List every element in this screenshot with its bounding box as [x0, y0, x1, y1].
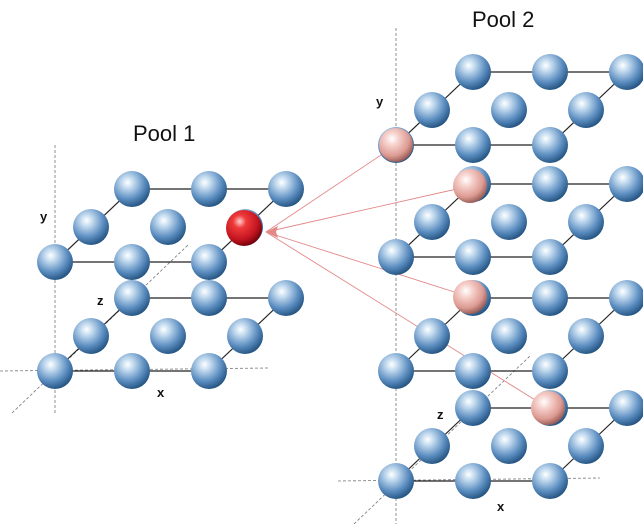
- atoms-layer: [37, 54, 643, 499]
- atom: [37, 353, 73, 389]
- candidate-atom: [379, 128, 413, 162]
- atom: [191, 244, 227, 280]
- transfer-arrowhead: [266, 226, 278, 238]
- atom: [532, 127, 568, 163]
- atom: [455, 239, 491, 275]
- atom: [414, 204, 450, 240]
- atom: [568, 204, 604, 240]
- atom: [378, 463, 414, 499]
- pool-1-z-axis-label: z: [97, 293, 104, 308]
- pool-1-x-axis-label: x: [157, 385, 165, 400]
- candidate-atom: [453, 280, 487, 314]
- atom: [114, 353, 150, 389]
- atom: [491, 92, 527, 128]
- atom: [37, 244, 73, 280]
- atom: [378, 239, 414, 275]
- atom: [414, 318, 450, 354]
- transfer-arrow: [265, 185, 471, 233]
- atom: [455, 54, 491, 90]
- pool-1-title: Pool 1: [133, 121, 195, 146]
- atom: [414, 428, 450, 464]
- atom: [609, 390, 643, 426]
- transfer-arrow: [265, 144, 397, 233]
- atom: [568, 92, 604, 128]
- atom: [609, 280, 643, 316]
- atom: [73, 209, 109, 245]
- atom: [491, 428, 527, 464]
- atom: [268, 280, 304, 316]
- atom: [455, 127, 491, 163]
- pool-2-y-axis-label: y: [376, 94, 384, 109]
- transfer-arrow: [265, 231, 549, 409]
- atom: [532, 353, 568, 389]
- atom: [455, 463, 491, 499]
- pool-1-y-axis-label: y: [40, 209, 48, 224]
- selected-atom: [226, 210, 262, 246]
- atom: [532, 280, 568, 316]
- atom: [532, 54, 568, 90]
- atom: [378, 353, 414, 389]
- atom: [609, 166, 643, 202]
- atom: [491, 318, 527, 354]
- atom: [114, 280, 150, 316]
- pool-2-x-axis-label: x: [497, 499, 505, 514]
- atom: [609, 54, 643, 90]
- atom: [455, 353, 491, 389]
- atom: [414, 92, 450, 128]
- atom: [73, 318, 109, 354]
- pool-2-z-axis-label: z: [437, 407, 444, 422]
- atom: [532, 239, 568, 275]
- atom: [150, 318, 186, 354]
- atom: [227, 318, 263, 354]
- atom: [568, 428, 604, 464]
- atom: [532, 463, 568, 499]
- atom: [191, 171, 227, 207]
- candidate-atom: [531, 391, 565, 425]
- candidate-atom: [453, 169, 487, 203]
- transfer-arrows: [265, 144, 549, 409]
- atom: [191, 353, 227, 389]
- atom: [191, 280, 227, 316]
- atom: [455, 390, 491, 426]
- atom: [268, 171, 304, 207]
- atom: [532, 166, 568, 202]
- atom: [114, 244, 150, 280]
- pool-2-title: Pool 2: [472, 7, 534, 32]
- atom: [150, 209, 186, 245]
- transfer-arrow: [265, 231, 471, 298]
- atom: [568, 318, 604, 354]
- atom: [114, 171, 150, 207]
- atom: [491, 204, 527, 240]
